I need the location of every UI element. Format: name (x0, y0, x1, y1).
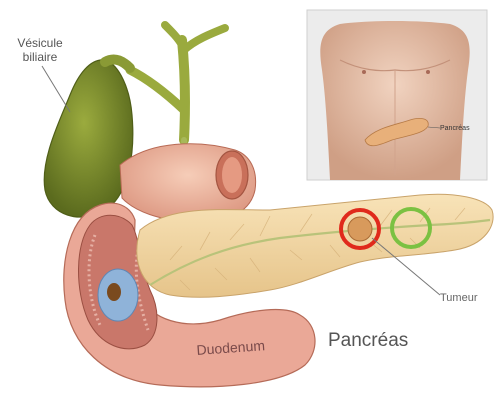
tumor-label: Tumeur (440, 292, 478, 304)
torso-inset (307, 10, 487, 180)
pancreas-label: Pancréas (328, 330, 408, 352)
gallbladder-label-line1: Vésicule (8, 36, 72, 50)
gallbladder (44, 60, 133, 217)
inset-pancreas-label: Pancréas (440, 125, 470, 132)
gallbladder-label-line2: biliaire (8, 50, 72, 64)
gallbladder-label: Vésicule biliaire (8, 36, 72, 64)
gallbladder-leader-line (42, 66, 70, 112)
tumor-mass (348, 217, 372, 241)
